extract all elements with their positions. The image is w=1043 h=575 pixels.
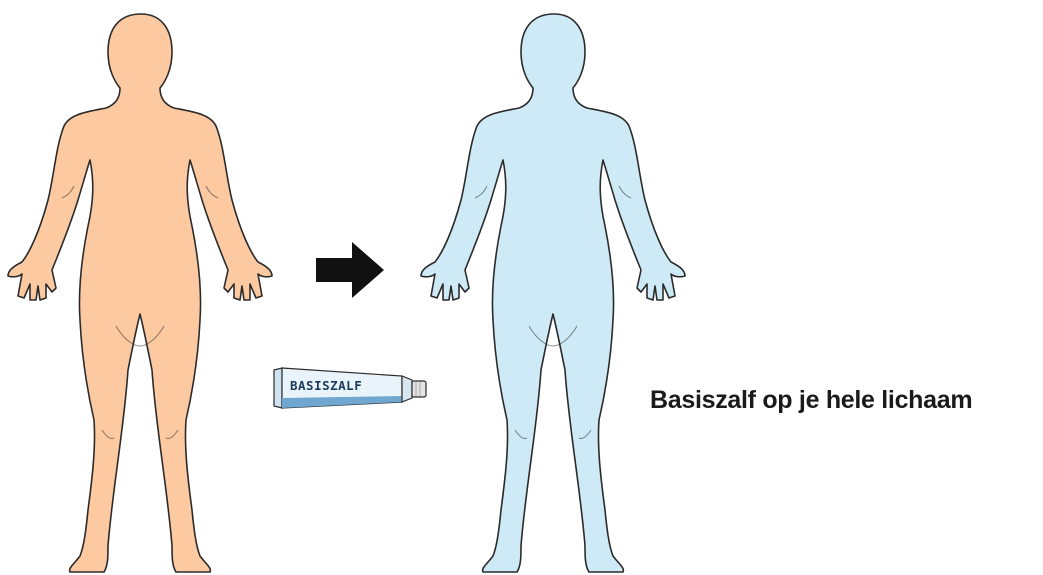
right-arrow-icon — [314, 240, 386, 300]
body-figure-after-icon — [413, 0, 693, 575]
body-figure-before-icon — [0, 0, 280, 575]
body-silhouette-before — [8, 14, 272, 572]
tube-label: BASISZALF — [290, 378, 362, 393]
ointment-tube: BASISZALF — [262, 362, 437, 418]
ointment-tube-icon: BASISZALF — [262, 362, 437, 418]
caption-text: Basiszalf op je hele lichaam — [650, 386, 1042, 415]
body-silhouette-after — [421, 14, 685, 572]
